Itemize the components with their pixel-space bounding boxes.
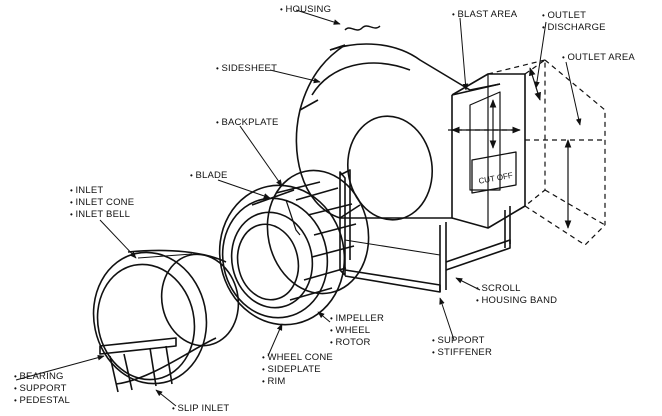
sideplate-label: SIDEPLATE: [262, 365, 321, 375]
sidesheet-label: SIDESHEET: [216, 64, 277, 74]
rotor-label: ROTOR: [330, 338, 371, 348]
inlet-label: INLET: [70, 186, 103, 196]
blast-area-label: BLAST AREA: [452, 10, 517, 20]
wheel-cone-label: WHEEL CONE: [262, 353, 333, 363]
inlet-bell-label: INLET BELL: [70, 210, 130, 220]
housing-label: HOUSING: [280, 5, 331, 15]
outlet-area-box: [448, 59, 606, 246]
support-label: SUPPORT: [432, 336, 485, 346]
pedestal-label: PEDESTAL: [14, 396, 70, 406]
inlet-cone-label: INLET CONE: [70, 198, 134, 208]
inlet-cone: [92, 249, 240, 393]
housing-brace: [344, 25, 381, 31]
impeller-wheel: [218, 169, 370, 326]
cut-off-label: CUT OFF: [478, 171, 514, 186]
rim-label: RIM: [262, 377, 285, 387]
backplate-label: BACKPLATE: [216, 118, 279, 128]
leader-lines: [15, 9, 582, 407]
housing: [295, 25, 526, 229]
dimension-arrows: [451, 67, 572, 229]
discharge-label: DISCHARGE: [542, 23, 606, 33]
impeller-label: IMPELLER: [330, 314, 384, 324]
support-left-label: SUPPORT: [14, 384, 67, 394]
stiffener-label: STIFFENER: [432, 348, 492, 358]
housing-inlet-opening: [346, 115, 434, 221]
wheel-label: WHEEL: [330, 326, 370, 336]
blade-label: BLADE: [190, 171, 228, 181]
bearing-label: BEARING: [14, 372, 64, 382]
slip-inlet-label: SLIP INLET: [172, 404, 229, 414]
cut-off-plate: [471, 151, 517, 194]
outlet-label: OUTLET: [542, 11, 586, 21]
bearing-pedestal: [99, 337, 177, 355]
support-frame: [339, 169, 511, 293]
housing-band-label: HOUSING BAND: [476, 296, 557, 306]
outlet-area-label: OUTLET AREA: [562, 53, 635, 63]
scroll-label: SCROLL: [476, 284, 521, 294]
